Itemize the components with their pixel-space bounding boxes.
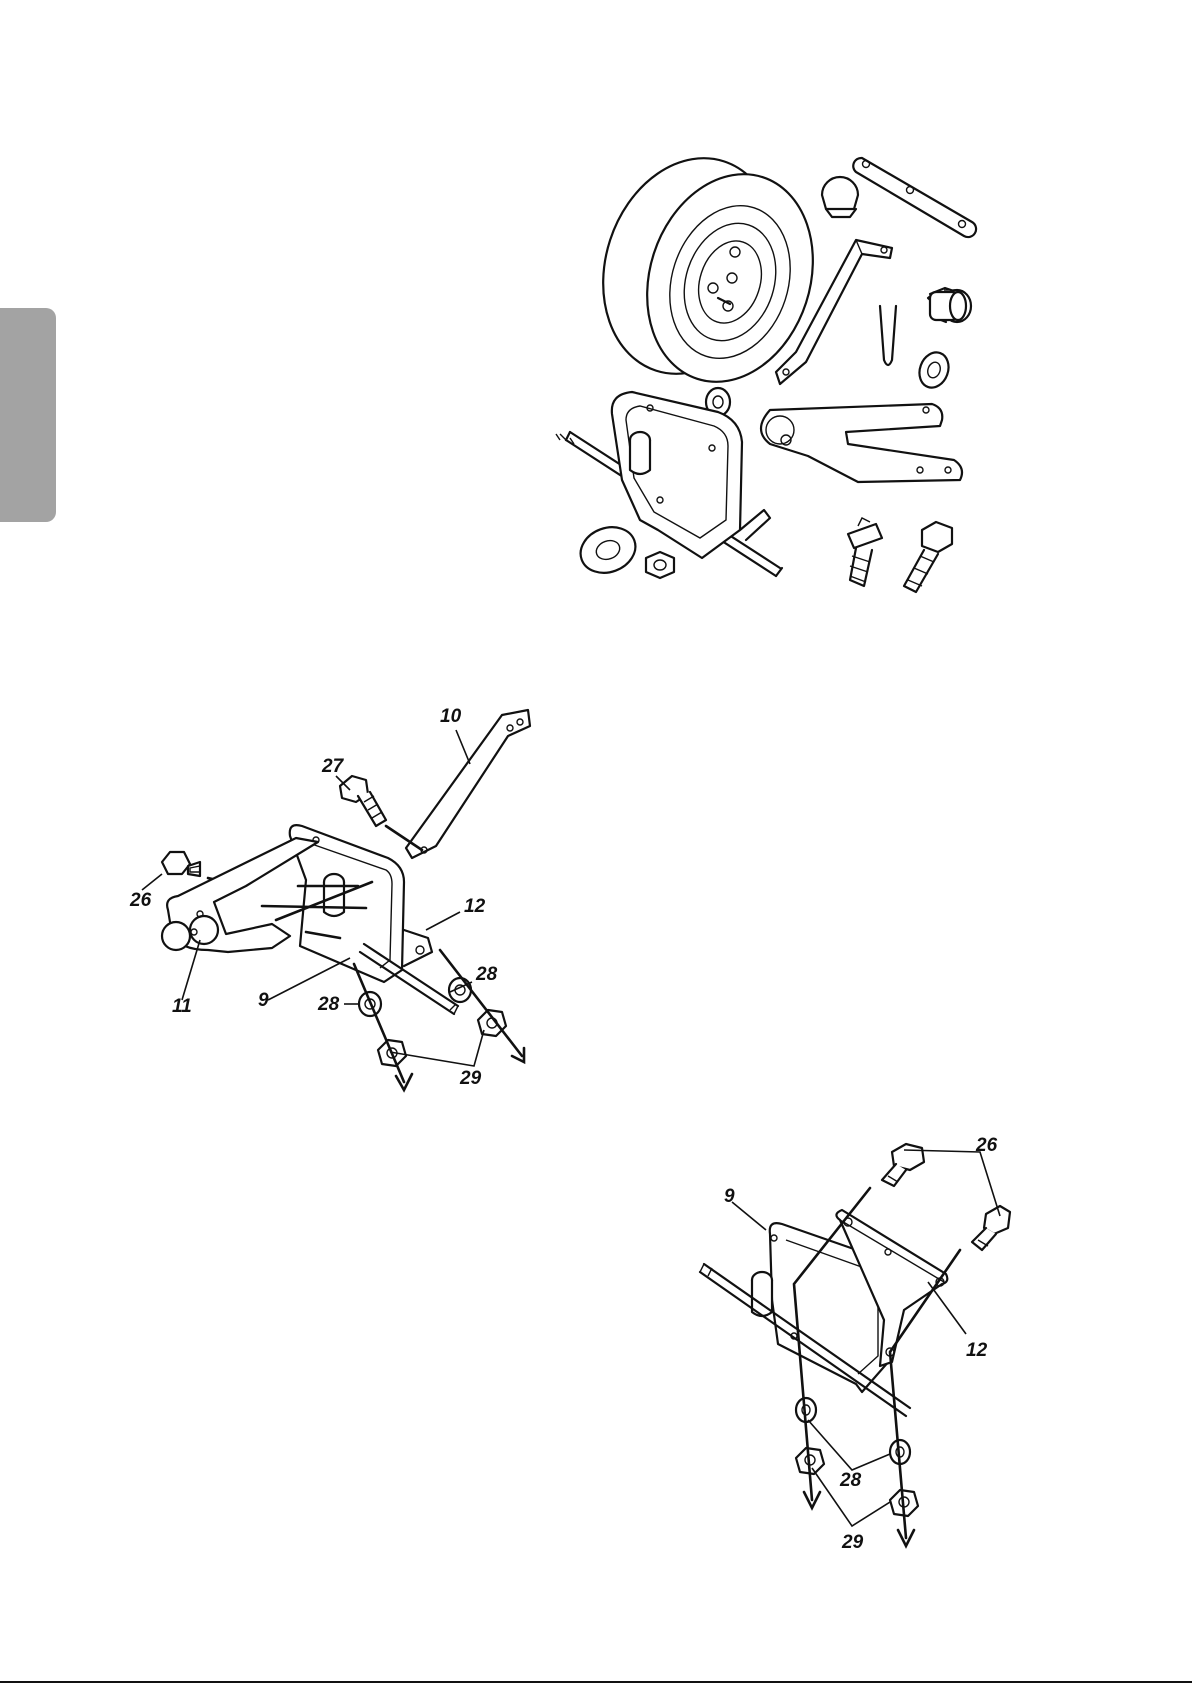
callout-12-c: 12 — [966, 1340, 988, 1361]
plate-assembly-figure: 26 9 12 28 29 — [0, 1120, 1192, 1680]
washer-part — [915, 348, 954, 391]
bracket-10-shape — [406, 710, 530, 858]
callout-26: 26 — [129, 890, 152, 911]
parts-overview-figure — [0, 0, 1192, 620]
strap-part — [853, 158, 976, 237]
cap-nut-part — [822, 177, 858, 217]
callout-10: 10 — [440, 706, 462, 727]
callout-9-c: 9 — [724, 1186, 735, 1207]
nuts-29-shape — [378, 1010, 506, 1066]
bolt-27-shape — [340, 776, 422, 850]
callout-26-c: 26 — [975, 1135, 998, 1156]
callout-28-right: 28 — [475, 964, 498, 985]
washers-28-shape — [359, 978, 471, 1016]
callout-29: 29 — [459, 1068, 482, 1089]
hex-nut-part — [646, 552, 674, 578]
large-washer-part — [574, 520, 642, 580]
slotted-bolt-part — [848, 518, 882, 586]
bushing-part — [928, 288, 971, 322]
callout-11: 11 — [172, 996, 192, 1017]
bolts-26-shape — [882, 1144, 1010, 1250]
footer-rule — [0, 1681, 1192, 1683]
callout-29-c: 29 — [841, 1532, 864, 1553]
caster-fork-part — [761, 404, 962, 482]
frame-9-shape — [290, 825, 458, 1014]
hairpin-pin-part — [880, 306, 896, 365]
callout-27: 27 — [321, 756, 345, 777]
caster-assembly-figure: 10 27 26 12 28 9 28 11 29 — [0, 620, 1192, 1120]
hex-bolt-part — [904, 522, 952, 592]
callout-12: 12 — [464, 896, 486, 917]
callout-28-c: 28 — [839, 1470, 862, 1491]
callout-9: 9 — [258, 990, 269, 1011]
callout-28-left: 28 — [317, 994, 340, 1015]
